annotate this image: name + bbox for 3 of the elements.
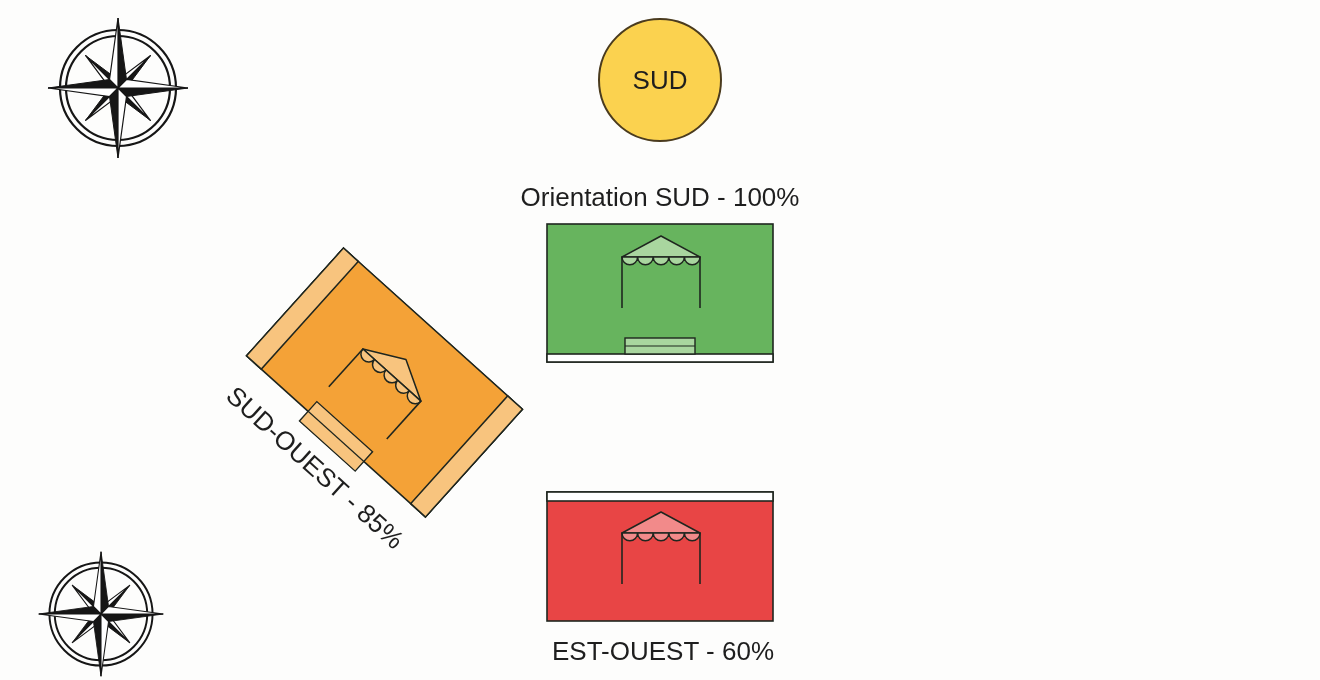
sun-circle: SUD [598, 18, 722, 142]
orientation-label: EST-OUEST - 60% [552, 636, 774, 666]
orientation-label: Orientation SUD - 100% [520, 182, 800, 212]
